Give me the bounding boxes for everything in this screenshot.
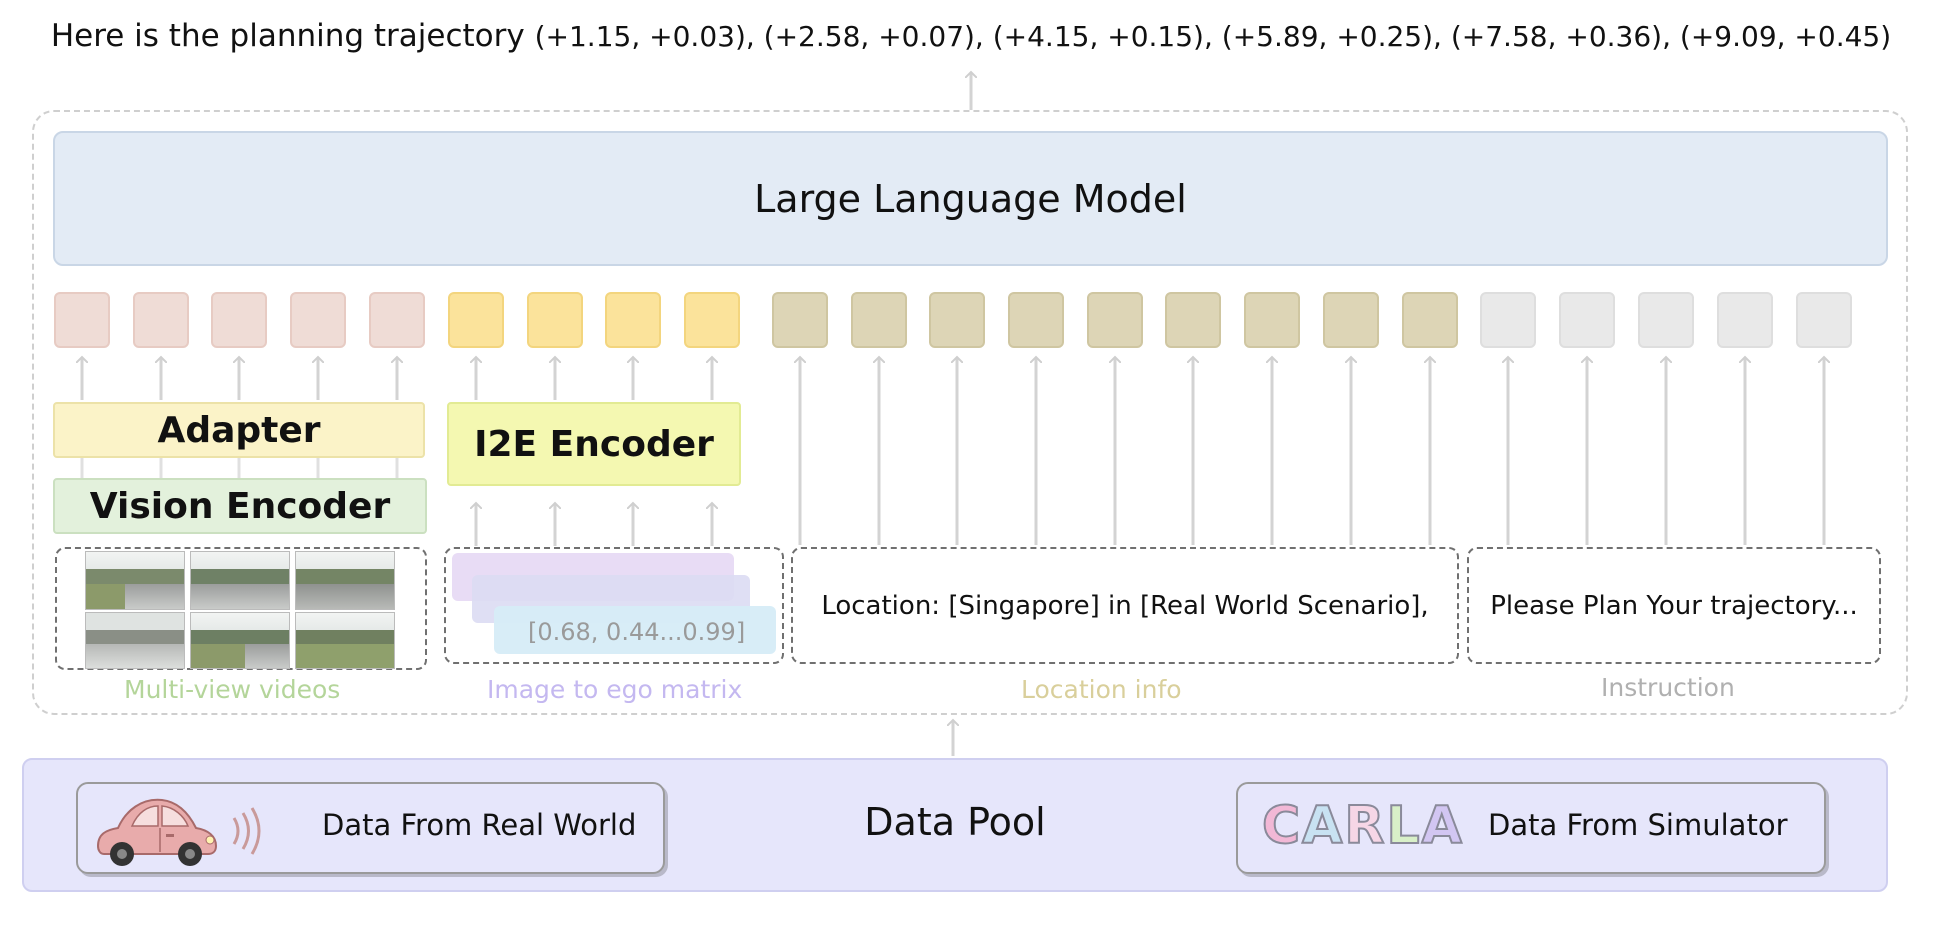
simulator-source-box — [1236, 782, 1826, 874]
location-token — [1402, 292, 1458, 348]
model-frame — [32, 110, 1908, 715]
vision-token — [54, 292, 110, 348]
signal-waves-icon — [232, 807, 261, 855]
image-to-ego-matrix-box — [444, 547, 784, 664]
output-prefix: Here is the planning trajectory — [50, 18, 525, 54]
location-token — [1165, 292, 1221, 348]
vision-encoder-box: Vision Encoder — [53, 478, 427, 534]
location-token — [1323, 292, 1379, 348]
adapter-box: Adapter — [53, 402, 425, 458]
carla-logo: CARLA — [1261, 795, 1464, 857]
location-token — [929, 292, 985, 348]
camera-thumbnail — [190, 551, 290, 610]
real-world-source-box — [76, 782, 665, 874]
matrix-values: [0.68, 0.44...0.99] — [528, 618, 746, 646]
real-world-label: Data From Real World — [322, 808, 637, 842]
multi-view-videos-box — [55, 547, 427, 670]
simulator-label: Data From Simulator — [1488, 808, 1788, 842]
instruction-token — [1717, 292, 1773, 348]
vision-token — [369, 292, 425, 348]
location-token — [1008, 292, 1064, 348]
vision-token — [211, 292, 267, 348]
camera-thumbnail — [295, 612, 395, 669]
instruction-token — [1480, 292, 1536, 348]
i2e-token — [527, 292, 583, 348]
i2e-token — [684, 292, 740, 348]
caption-multi-view-videos: Multi-view videos — [124, 675, 341, 704]
camera-thumbnail — [85, 551, 185, 610]
camera-thumbnail — [85, 612, 185, 669]
camera-thumbnail — [295, 551, 395, 610]
caption-instruction: Instruction — [1601, 673, 1735, 702]
instruction-box: Please Plan Your trajectory... — [1467, 547, 1881, 664]
matrix-layer — [494, 606, 776, 654]
caption-location-info: Location info — [1021, 675, 1182, 704]
camera-thumbnail — [190, 612, 290, 669]
instruction-token — [1796, 292, 1852, 348]
location-token — [1244, 292, 1300, 348]
location-token — [772, 292, 828, 348]
instruction-token — [1559, 292, 1615, 348]
instruction-token — [1638, 292, 1694, 348]
i2e-encoder-box: I2E Encoder — [447, 402, 741, 486]
car-icon — [96, 798, 218, 866]
vision-token — [290, 292, 346, 348]
data-pool-title: Data Pool — [864, 800, 1046, 844]
location-info-box: Location: [Singapore] in [Real World Sce… — [791, 547, 1459, 664]
vision-token — [133, 292, 189, 348]
i2e-token — [448, 292, 504, 348]
i2e-token — [605, 292, 661, 348]
planning-output-text: Here is the planning trajectory (+1.15, … — [0, 18, 1942, 54]
location-token — [1087, 292, 1143, 348]
trajectory-values: (+1.15, +0.03), (+2.58, +0.07), (+4.15, … — [534, 20, 1892, 53]
caption-image-to-ego-matrix: Image to ego matrix — [487, 675, 743, 704]
large-language-model-box: Large Language Model — [53, 131, 1888, 266]
location-token — [851, 292, 907, 348]
